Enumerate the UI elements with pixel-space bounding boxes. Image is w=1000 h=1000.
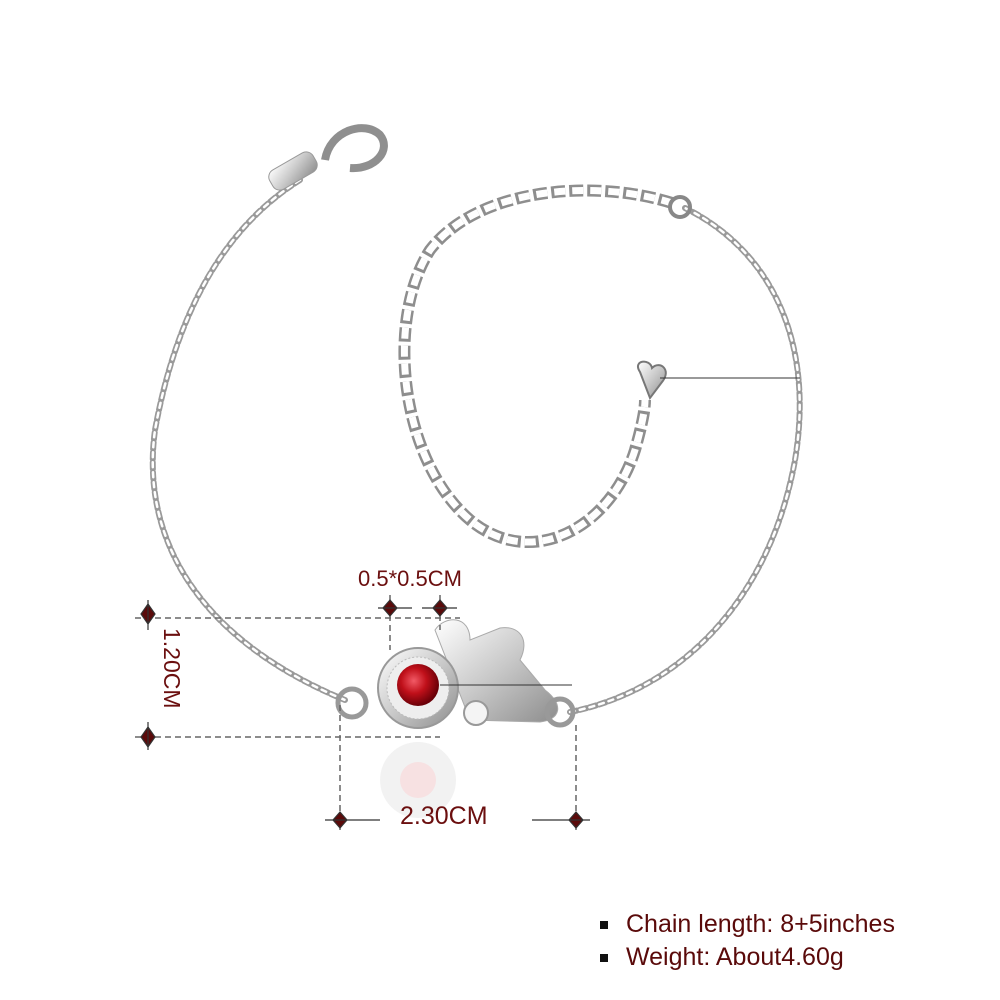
height-label: 1.20CM [159, 628, 185, 709]
bullet-icon [600, 953, 608, 962]
heart-charm [637, 360, 667, 401]
pendant-charm [335, 619, 576, 818]
extension-chain [398, 184, 674, 549]
spec-text: Weight: About4.60g [626, 943, 844, 971]
ruby-stone [397, 664, 439, 706]
jump-ring [668, 195, 692, 219]
spec-text: Chain length: 8+5inches [626, 910, 895, 938]
dimension-markers [140, 599, 590, 829]
spec-weight: Weight: About4.60g [600, 943, 844, 972]
spec-chain-length: Chain length: 8+5inches [600, 910, 895, 939]
stone-size-label: 0.5*0.5CM [358, 566, 462, 591]
lobster-clasp [268, 124, 388, 191]
bullet-icon [600, 920, 608, 929]
main-chain [149, 177, 803, 715]
width-label: 2.30CM [400, 802, 488, 830]
dimension-guides [135, 595, 577, 830]
